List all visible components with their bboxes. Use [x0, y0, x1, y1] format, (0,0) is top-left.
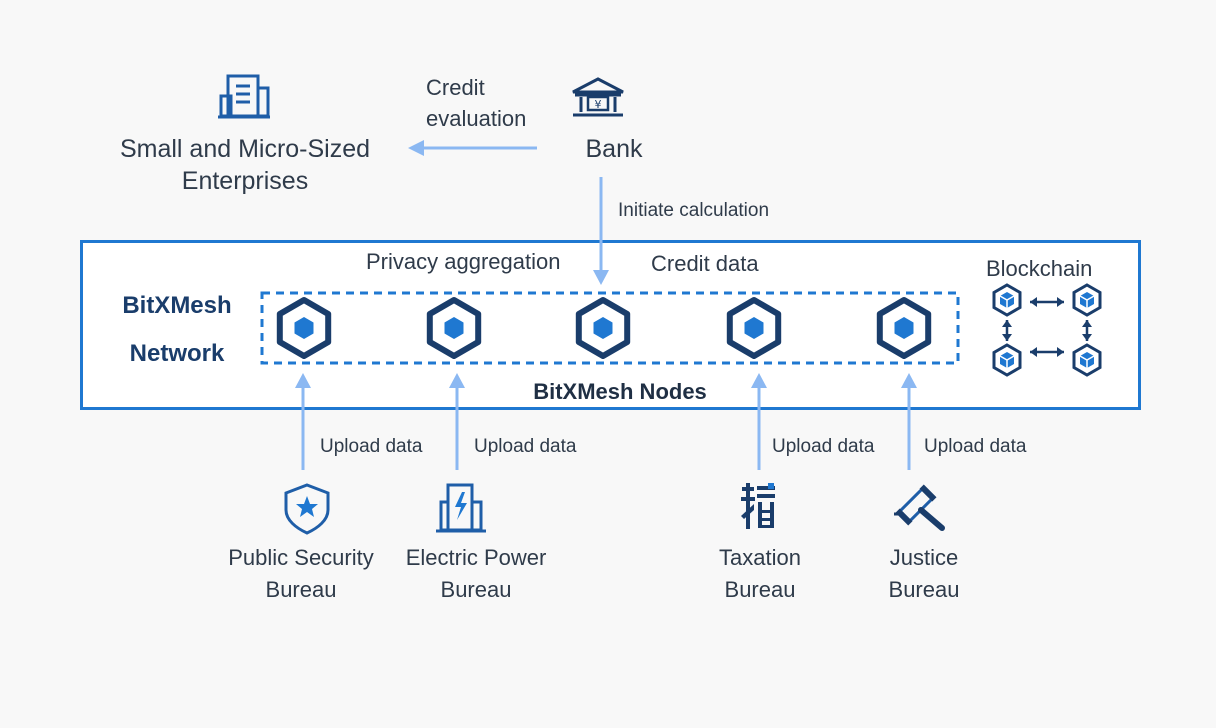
police-badge-icon [284, 483, 330, 535]
public-security-label-line2: Bureau [265, 577, 337, 602]
electric-power-label-line2: Bureau [440, 577, 512, 602]
justice-label-line1: Justice [889, 545, 959, 570]
initiate-calculation-arrow [593, 177, 609, 285]
block-cube-icon [992, 343, 1022, 377]
bitxmesh-node [876, 297, 932, 359]
credit-data-label: Credit data [651, 251, 759, 276]
privacy-aggregation-label: Privacy aggregation [366, 249, 561, 274]
upload-label-justice: Upload data [924, 436, 1027, 457]
enterprises-label-line1: Small and Micro-Sized [119, 135, 371, 163]
bank-icon: ¥ [572, 77, 624, 117]
upload-arrow [901, 373, 917, 470]
block-cube-icon [992, 283, 1022, 317]
credit-evaluation-line2: evaluation [426, 106, 527, 131]
network-title-line1: BitXMesh [122, 292, 232, 319]
office-building-icon [218, 74, 270, 119]
bitxmesh-node [426, 297, 482, 359]
tax-character-icon [741, 483, 775, 529]
block-cube-icon [1072, 283, 1102, 317]
credit-evaluation-line1: Credit [426, 75, 485, 100]
upload-label-public-security: Upload data [320, 436, 423, 457]
double-arrow-icon [1030, 297, 1064, 307]
public-security-label-line1: Public Security [228, 545, 374, 570]
gavel-icon [894, 484, 945, 531]
bank-label: Bank [585, 135, 643, 163]
block-cube-icon [1072, 343, 1102, 377]
bitxmesh-node [575, 297, 631, 359]
blockchain-icon [992, 283, 1102, 377]
justice-label-line2: Bureau [888, 577, 960, 602]
taxation-label-line1: Taxation [719, 545, 801, 570]
double-arrow-icon [1082, 320, 1092, 341]
double-arrow-icon [1030, 347, 1064, 357]
power-building-icon [436, 483, 486, 533]
bitxmesh-node [726, 297, 782, 359]
nodes-label: BitXMesh Nodes [533, 379, 707, 404]
upload-label-electric-power: Upload data [474, 436, 577, 457]
upload-arrow [751, 373, 767, 470]
blockchain-label: Blockchain [986, 256, 1093, 281]
enterprises-label-line2: Enterprises [181, 167, 309, 195]
electric-power-label-line1: Electric Power [405, 545, 547, 570]
taxation-label-line2: Bureau [724, 577, 796, 602]
initiate-calculation-label: Initiate calculation [618, 200, 770, 221]
upload-arrow [295, 373, 311, 470]
bitxmesh-node [276, 297, 332, 359]
svg-text:¥: ¥ [595, 98, 602, 111]
nodes-dashed-box [260, 291, 960, 365]
upload-label-taxation: Upload data [772, 436, 875, 457]
credit-evaluation-arrow [408, 140, 537, 156]
upload-arrow [449, 373, 465, 470]
network-title-line2: Network [129, 340, 225, 367]
double-arrow-icon [1002, 320, 1012, 341]
